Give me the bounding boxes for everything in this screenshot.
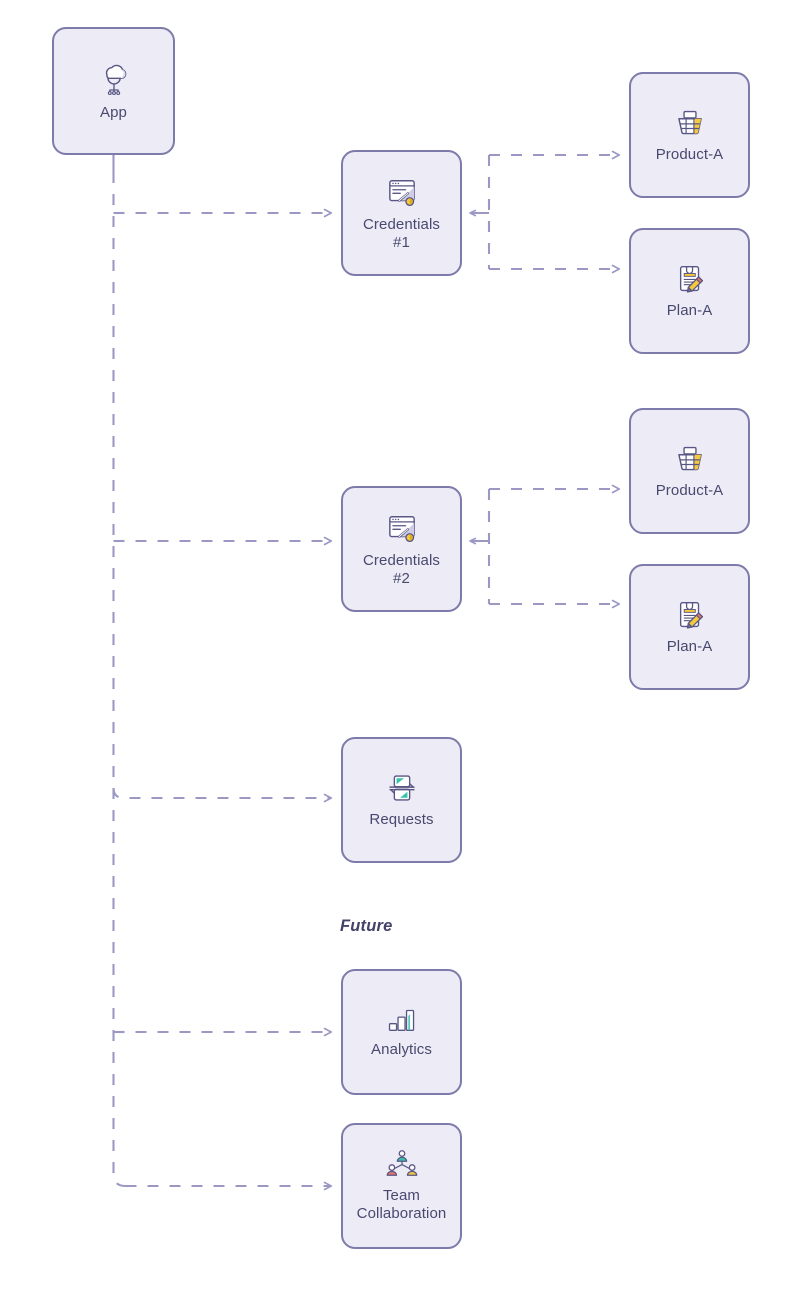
- section-label-future: Future: [340, 917, 393, 935]
- node-label: Product-A: [655, 145, 724, 163]
- node-plan-a-1[interactable]: Plan-A: [629, 228, 750, 354]
- node-credentials-1[interactable]: Credentials #1: [341, 150, 462, 276]
- browser-key-icon: [384, 510, 420, 546]
- node-label: Credentials #2: [363, 551, 440, 587]
- node-product-a-2[interactable]: Product-A: [629, 408, 750, 534]
- browser-key-icon: [384, 174, 420, 210]
- cloud-network-icon: [95, 60, 133, 98]
- shopping-basket-icon: [673, 442, 707, 476]
- node-plan-a-2[interactable]: Plan-A: [629, 564, 750, 690]
- node-analytics[interactable]: Analytics: [341, 969, 462, 1095]
- node-team-collaboration[interactable]: Team Collaboration: [341, 1123, 462, 1249]
- node-credentials-2[interactable]: Credentials #2: [341, 486, 462, 612]
- node-label: Plan-A: [666, 301, 713, 319]
- team-people-icon: [384, 1149, 420, 1181]
- clipboard-pencil-icon: [673, 598, 707, 632]
- node-product-a-1[interactable]: Product-A: [629, 72, 750, 198]
- document-exchange-icon: [385, 771, 419, 805]
- node-label: Plan-A: [666, 637, 713, 655]
- bar-chart-icon: [385, 1005, 418, 1035]
- node-label: Credentials #1: [363, 215, 440, 251]
- clipboard-pencil-icon: [673, 262, 707, 296]
- node-label: Product-A: [655, 481, 724, 499]
- shopping-basket-icon: [673, 106, 707, 140]
- node-label: App: [100, 103, 127, 121]
- node-requests[interactable]: Requests: [341, 737, 462, 863]
- node-label: Requests: [369, 810, 434, 828]
- node-label: Team Collaboration: [356, 1186, 447, 1222]
- node-app[interactable]: App: [52, 27, 175, 155]
- node-label: Analytics: [371, 1040, 432, 1058]
